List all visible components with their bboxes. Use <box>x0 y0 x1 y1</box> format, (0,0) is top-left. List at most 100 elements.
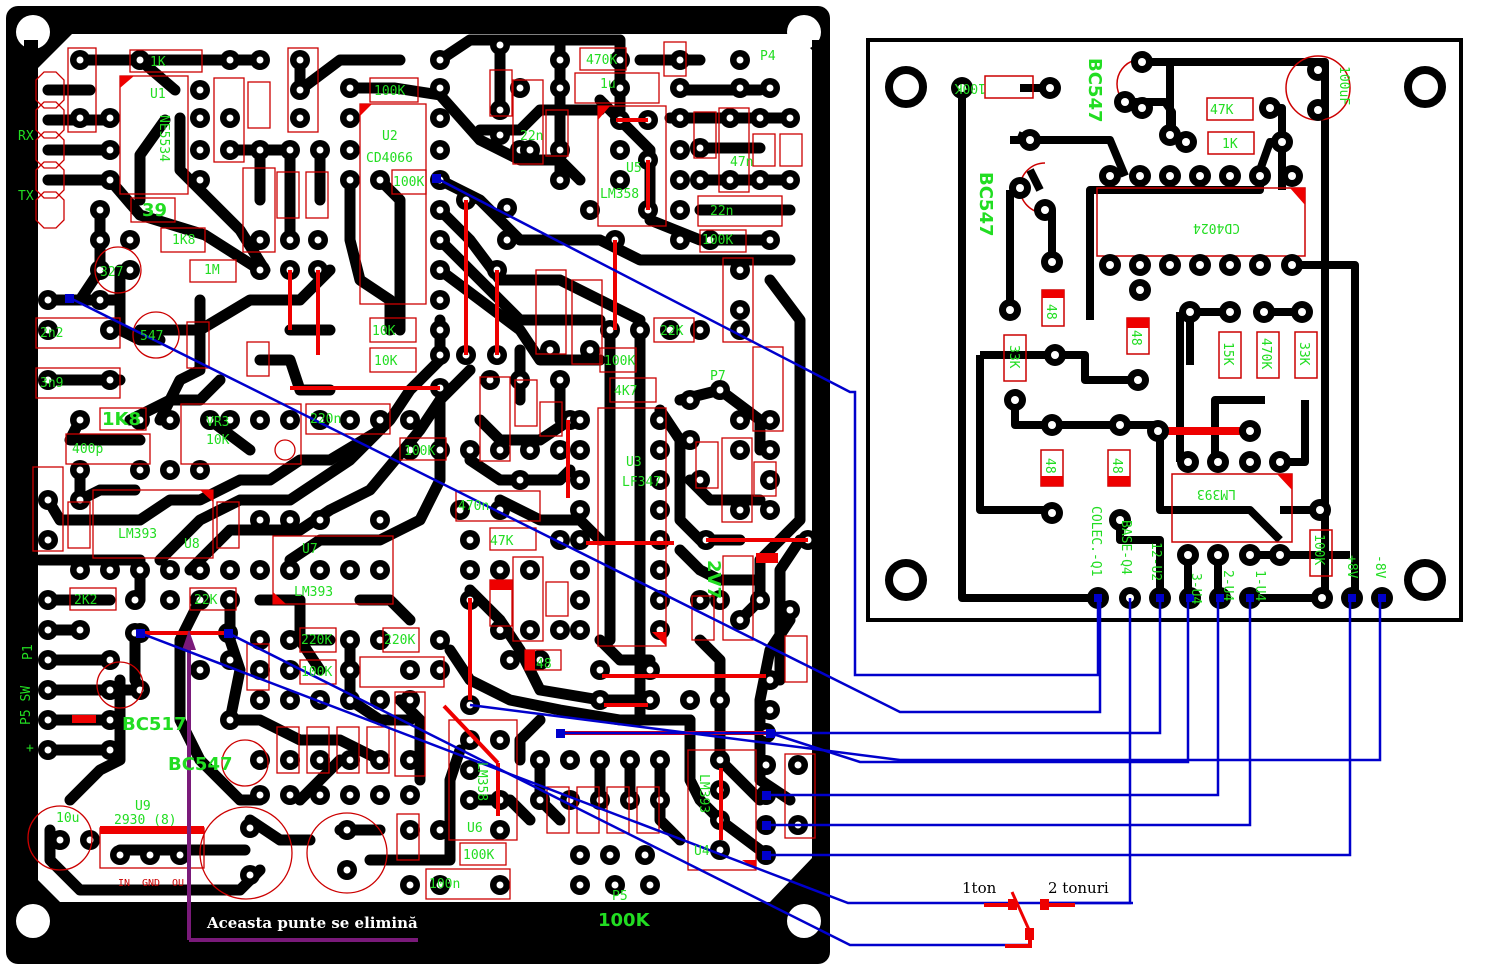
terminal-base-q4: BASE-Q4 <box>1118 520 1133 575</box>
addon-pad-hole <box>1134 376 1142 384</box>
addon-ic-lm393: LM393 <box>1197 486 1236 501</box>
connector-rx-label: RX <box>18 129 34 144</box>
pad-hole <box>96 266 104 274</box>
u1-ref: U1 <box>150 87 166 102</box>
pad-hole <box>466 736 474 744</box>
addon-pad-hole <box>1011 396 1019 404</box>
pad-hole <box>496 826 504 834</box>
pad-hole <box>596 666 604 674</box>
pad-hole <box>196 466 204 474</box>
addon-pad-hole <box>1048 509 1056 517</box>
r-100k-u5: 100K <box>702 233 733 248</box>
addon-pad-hole <box>1246 551 1254 559</box>
pad-hole <box>106 716 114 724</box>
terminal-colec-q1: COLEC.-Q1 <box>1088 506 1103 576</box>
pad-hole <box>44 686 52 694</box>
pad-hole <box>616 176 624 184</box>
pad-hole <box>656 796 664 804</box>
addon-pad-hole <box>1136 286 1144 294</box>
r-47k: 47K <box>490 534 514 549</box>
u8-ref: U8 <box>184 537 200 552</box>
pad-hole <box>296 56 304 64</box>
pad-hole <box>106 326 114 334</box>
pad-hole <box>226 596 234 604</box>
pad-hole <box>106 746 114 754</box>
pad-hole <box>246 824 254 832</box>
addon-pad-hole <box>958 84 966 92</box>
addon-c-100uf: 100uF <box>1336 66 1351 105</box>
pad-hole <box>794 761 802 769</box>
pin1-markers <box>72 76 778 870</box>
pad-hole <box>676 84 684 92</box>
pad-hole <box>736 446 744 454</box>
pad-hole <box>516 84 524 92</box>
addon-pad-hole <box>1184 458 1192 466</box>
addon-pad-hole <box>1226 308 1234 316</box>
addon-d-4: 48 <box>1109 458 1124 474</box>
pad-hole <box>406 881 414 889</box>
addon-pad-hole <box>1016 184 1024 192</box>
pad-hole <box>526 146 534 154</box>
pad-hole <box>376 756 384 764</box>
addon-r-100k: 100K <box>955 80 986 95</box>
addon-pad-hole <box>1256 261 1264 269</box>
pad-hole <box>496 131 504 139</box>
addon-pad-hole <box>1246 427 1254 435</box>
wire-terminal <box>1348 594 1356 602</box>
pad-hole <box>316 566 324 574</box>
terminal-2-u4: 2-U4 <box>1220 570 1235 601</box>
wire-terminal <box>1216 594 1224 602</box>
pad-hole <box>736 56 744 64</box>
pad-hole <box>656 506 664 514</box>
pad-hole <box>576 851 584 859</box>
pad-hole <box>456 506 464 514</box>
p5sw-label: P5 SW <box>19 686 34 725</box>
switch-label-2tonuri: 2 tonuri <box>1048 879 1109 897</box>
addon-pad-hole <box>1314 106 1322 114</box>
pad-hole <box>556 84 564 92</box>
pad-hole <box>196 146 204 154</box>
pad-hole <box>246 871 254 879</box>
mount-hole-bl <box>16 904 50 938</box>
pad-hole <box>436 351 444 359</box>
tone-switch[interactable]: 1ton 2 tonuri <box>962 879 1109 948</box>
u9-pin-gnd: GND <box>142 878 160 889</box>
addon-pad-hole <box>1276 458 1284 466</box>
addon-pad-hole <box>1266 104 1274 112</box>
r-22k-a: 22K <box>660 324 684 339</box>
pad-hole <box>606 326 614 334</box>
pad-hole <box>786 114 794 122</box>
pad-hole <box>44 296 52 304</box>
c-22n-a: 22n <box>520 129 543 144</box>
addon-q2-label: BC547 <box>975 172 996 237</box>
pad-hole <box>676 176 684 184</box>
pad-hole <box>406 756 414 764</box>
pad-hole <box>496 881 504 889</box>
connector-tx-label: TX <box>18 189 34 204</box>
u2-ref: U2 <box>382 129 398 144</box>
pad-hole <box>76 114 84 122</box>
pad-hole <box>286 236 294 244</box>
pad-hole <box>503 236 511 244</box>
u4-ref: U4 <box>694 844 710 859</box>
pad-hole <box>226 566 234 574</box>
c-1u: 1u <box>600 77 616 92</box>
pad-hole <box>676 56 684 64</box>
u6-ref: U6 <box>467 821 483 836</box>
pad-hole <box>726 176 734 184</box>
pad-hole <box>616 84 624 92</box>
addon-pad-hole <box>1314 66 1322 74</box>
pad-hole <box>256 146 264 154</box>
r-100k-c: 100K <box>604 354 635 369</box>
pad-hole <box>166 416 174 424</box>
addon-pad-hole <box>1278 138 1286 146</box>
pad-hole <box>646 666 654 674</box>
addon-hole-br <box>1404 559 1446 601</box>
c-470n: 470n <box>458 499 489 514</box>
pad-hole <box>766 84 774 92</box>
u2-part: CD4066 <box>366 151 413 166</box>
r-100k-u6: 100K <box>463 848 494 863</box>
addon-d-2: 48 <box>1128 330 1143 346</box>
pad-hole <box>436 446 444 454</box>
addon-pad-hole <box>1260 308 1268 316</box>
